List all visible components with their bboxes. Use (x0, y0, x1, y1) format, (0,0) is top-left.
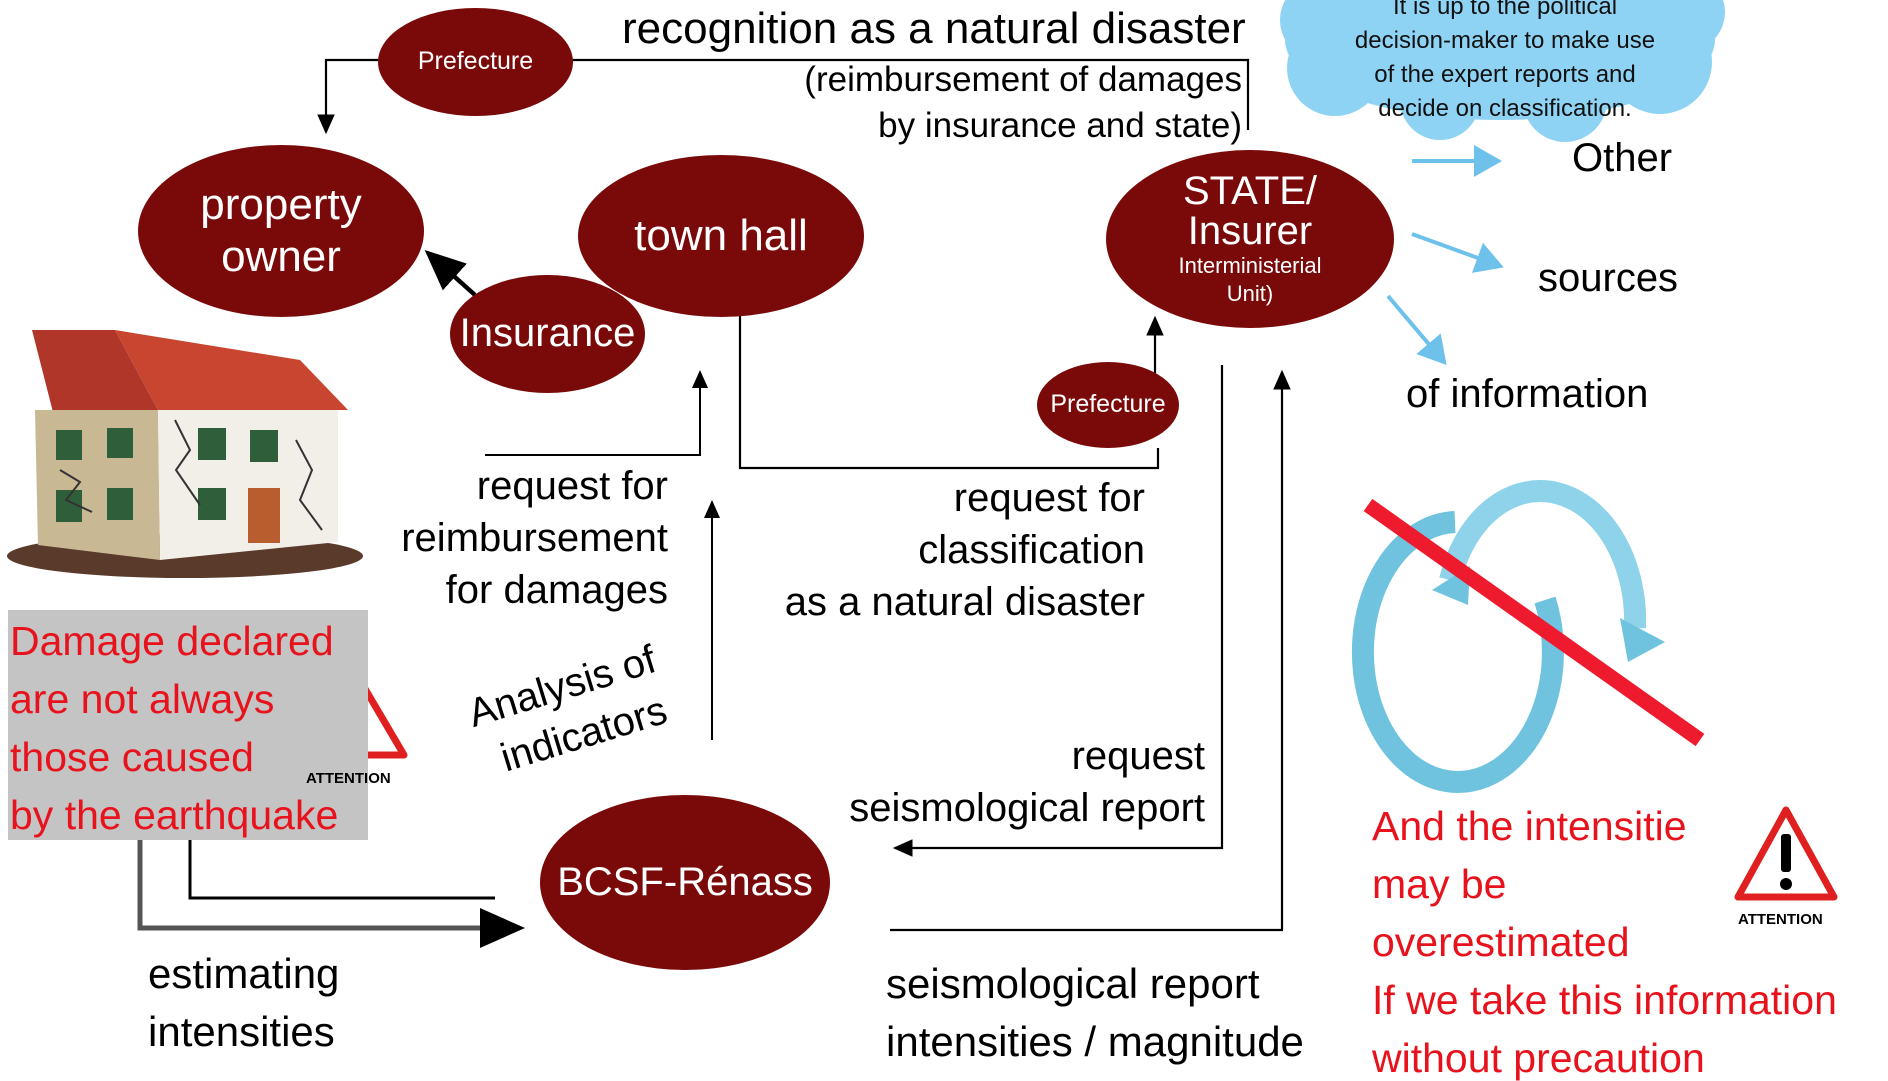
reimbursement-request-arrow (485, 370, 708, 456)
request-seismo-line-2: seismological report (849, 786, 1205, 830)
town-hall-label: town hall (634, 211, 808, 261)
warning-right-line-3: overestimated (1372, 919, 1630, 965)
warning-left-line-4: by the earthquake (10, 792, 339, 838)
request-reimbursement-line-1: request for (476, 464, 668, 508)
request-classification-line-3: as a natural disaster (784, 580, 1145, 624)
warning-left-line-3: those caused (10, 734, 254, 780)
reimbursement-note: (reimbursement of damages by insurance a… (780, 57, 1242, 149)
request-seismo-label: request seismological report (835, 730, 1205, 834)
info-cloud-shape (1280, 0, 1725, 142)
request-reimbursement-line-3: for damages (445, 568, 668, 612)
recognition-connector (570, 58, 1250, 130)
cycle-icon (1351, 480, 1665, 793)
state-sub-label-1: Interministerial (1178, 253, 1322, 278)
recognition-label: recognition as a natural disaster (622, 4, 1246, 53)
reimbursement-note-line-1: (reimbursement of damages (804, 60, 1242, 99)
request-classification-line-2: classification (918, 528, 1145, 572)
seismo-report-line-2: intensities / magnitude (886, 1018, 1304, 1065)
estimating-label: estimating intensities (148, 945, 339, 1061)
property-owner-label-1: property (200, 180, 362, 230)
info-arrow-3 (1386, 294, 1447, 366)
estimating-line-1: estimating (148, 950, 340, 997)
warning-right-line-4: If we take this information (1372, 977, 1837, 1023)
state-label-2: Insurer (1187, 209, 1313, 253)
insurance-to-owner-arrow (424, 250, 477, 297)
damage-connector (188, 840, 495, 900)
warning-right-line-2: may be (1372, 861, 1507, 907)
insurance-node: Insurance (450, 275, 645, 393)
other-sources-label-3: of information (1406, 372, 1649, 416)
state-label-1: STATE/ (1182, 169, 1318, 213)
attention-caption-right: ATTENTION (1738, 911, 1823, 928)
prefecture-small-label: Prefecture (1050, 390, 1166, 419)
warning-left-text: Damage declared are not always those cau… (10, 612, 338, 844)
damaged-house-icon (7, 330, 363, 578)
cloud-line-2: decision-maker to make use (1354, 27, 1656, 54)
state-sub-label-2: Unit) (1226, 281, 1274, 306)
prefecture-top-node: Prefecture (378, 8, 573, 116)
bcsf-renass-node: BCSF-Rénass (540, 795, 830, 970)
info-arrow-2 (1411, 232, 1504, 273)
other-sources-label-2: sources (1538, 256, 1679, 300)
request-reimbursement-line-2: reimbursement (401, 516, 668, 560)
cloud-line-1: It is up to the political (1392, 0, 1618, 20)
request-reimbursement-label: request for reimbursement for damages (370, 460, 668, 616)
attention-icon-right (1734, 806, 1838, 901)
bcsf-label: BCSF-Rénass (557, 859, 813, 904)
warning-left-box (8, 610, 368, 840)
insurance-label: Insurance (459, 311, 636, 356)
other-sources-label-1: Other (1572, 136, 1673, 180)
strike-through-icon (1363, 498, 1705, 747)
estimating-connector (137, 840, 525, 948)
seismo-report-line-1: seismological report (886, 960, 1260, 1007)
cloud-line-4: decide on classification. (1378, 95, 1632, 122)
warning-left-line-2: are not always (10, 676, 275, 722)
cloud-line-3: of the expert reports and (1374, 61, 1636, 88)
town-hall-node: town hall (578, 155, 864, 317)
info-cloud-text: It is up to the political decision-maker… (1305, 0, 1705, 126)
warning-right-line-5: without precaution (1372, 1035, 1705, 1081)
request-classification-label: request for classification as a natural … (760, 472, 1145, 628)
state-insurer-node: STATE/ Insurer Interministerial Unit) (1106, 150, 1394, 328)
property-owner-node: property owner (138, 145, 424, 317)
estimating-line-2: intensities (148, 1008, 335, 1055)
seismo-report-label: seismological report intensities / magni… (886, 955, 1304, 1071)
warning-right-line-1: And the intensitie (1372, 803, 1687, 849)
request-classification-line-1: request for (953, 476, 1145, 520)
warning-right-text: And the intensitie may be overestimated … (1372, 797, 1837, 1081)
request-seismo-line-1: request (1071, 734, 1205, 778)
attention-caption-left: ATTENTION (306, 770, 391, 787)
seismo-request-arrow (892, 365, 1224, 857)
prefecture-small-node: Prefecture (1037, 362, 1179, 448)
prefecture-to-owner-arrow (317, 58, 380, 135)
reimbursement-note-line-2: by insurance and state) (878, 106, 1242, 145)
property-owner-label-2: owner (221, 232, 341, 281)
prefecture-top-label: Prefecture (417, 47, 534, 76)
classification-request-connector (738, 300, 1160, 470)
warning-left-line-1: Damage declared (10, 618, 334, 664)
seismo-report-arrow (890, 369, 1291, 932)
